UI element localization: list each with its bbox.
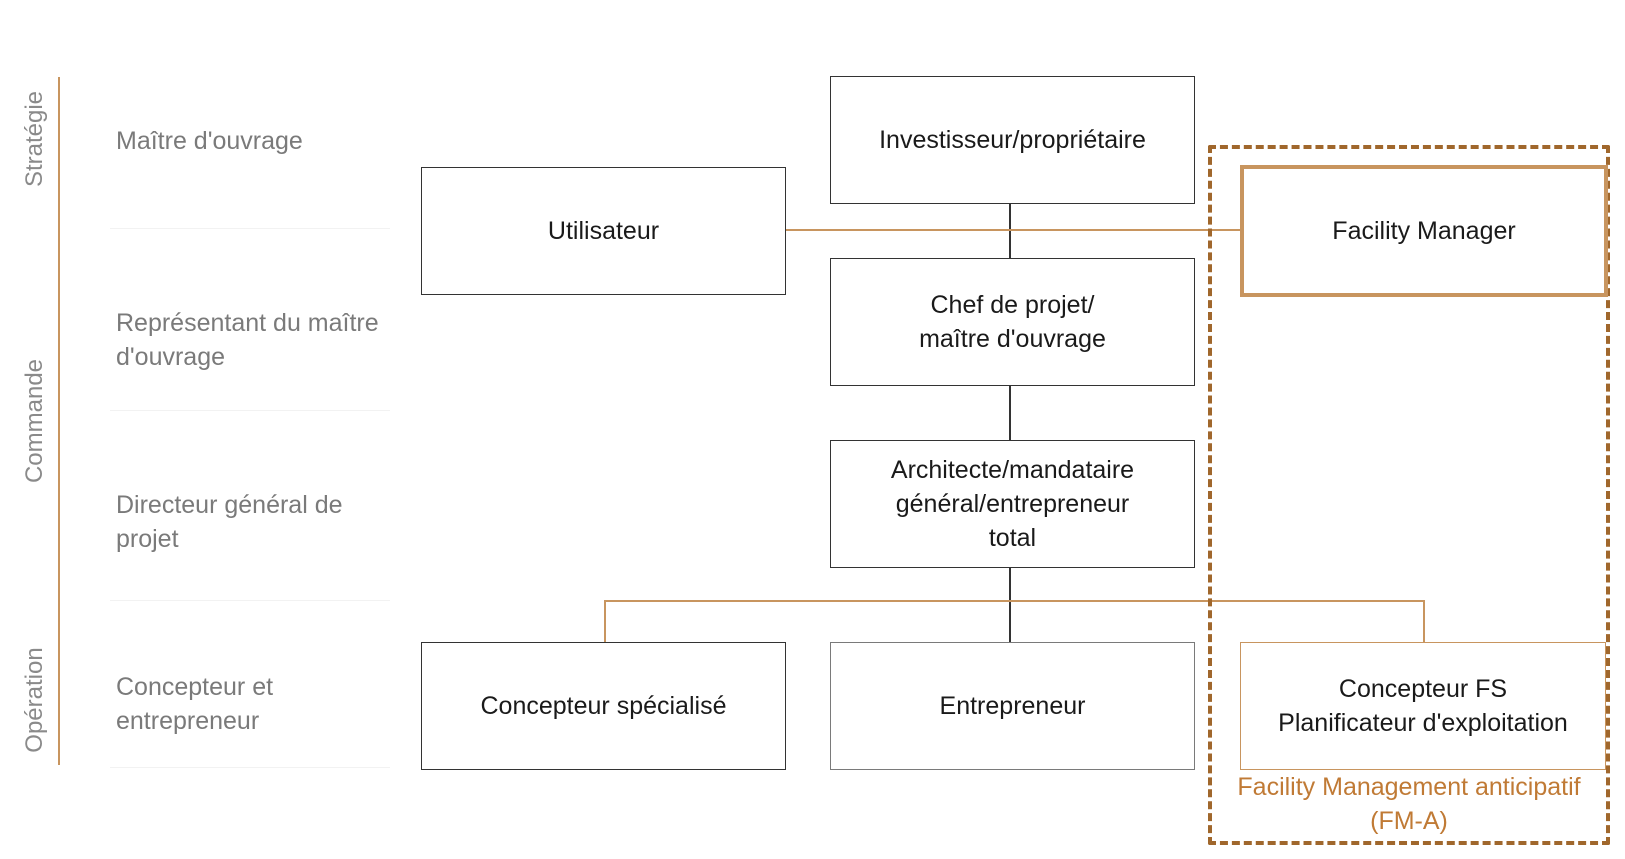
box-user: Utilisateur bbox=[421, 167, 786, 295]
connector-architect-to-contractor bbox=[1009, 568, 1011, 642]
phase-label-command: Commande bbox=[21, 358, 48, 484]
role-label-designer-contractor: Concepteur et entrepreneur bbox=[116, 673, 274, 735]
row-separator bbox=[110, 600, 390, 601]
role-label-general-director: Directeur général de projet bbox=[116, 491, 343, 553]
box-fs-designer: Concepteur FS Planificateur d'exploitati… bbox=[1240, 642, 1606, 770]
box-specialist-designer: Concepteur spécialisé bbox=[421, 642, 786, 770]
phase-axis-line bbox=[58, 77, 60, 765]
box-contractor: Entrepreneur bbox=[830, 642, 1195, 770]
box-project-manager: Chef de projet/ maître d'ouvrage bbox=[830, 258, 1195, 386]
row-separator bbox=[110, 228, 390, 229]
box-facility-manager: Facility Manager bbox=[1240, 165, 1608, 297]
row-separator bbox=[110, 767, 390, 768]
role-label-owner-representative: Représentant du maître d'ouvrage bbox=[116, 309, 379, 371]
connector-user-to-facility-manager bbox=[786, 229, 1242, 231]
fma-group-label: Facility Management anticipatif (FM-A) bbox=[1237, 773, 1581, 835]
row-separator bbox=[110, 410, 390, 411]
connector-bus-to-fs-designer bbox=[1423, 600, 1425, 642]
connector-project-manager-to-architect bbox=[1009, 386, 1011, 440]
box-investor: Investisseur/propriétaire bbox=[830, 76, 1195, 204]
connector-investor-to-project-manager bbox=[1009, 204, 1011, 258]
phase-label-operation: Opération bbox=[21, 647, 48, 753]
role-label-owner: Maître d'ouvrage bbox=[116, 127, 303, 155]
box-architect: Architecte/mandataire général/entreprene… bbox=[830, 440, 1195, 568]
fma-group-frame bbox=[1208, 145, 1610, 845]
connector-bus-to-specialist-designer bbox=[604, 600, 606, 642]
connector-horizontal-operation-bus bbox=[604, 600, 1425, 602]
phase-label-strategy: Stratégie bbox=[21, 90, 48, 188]
